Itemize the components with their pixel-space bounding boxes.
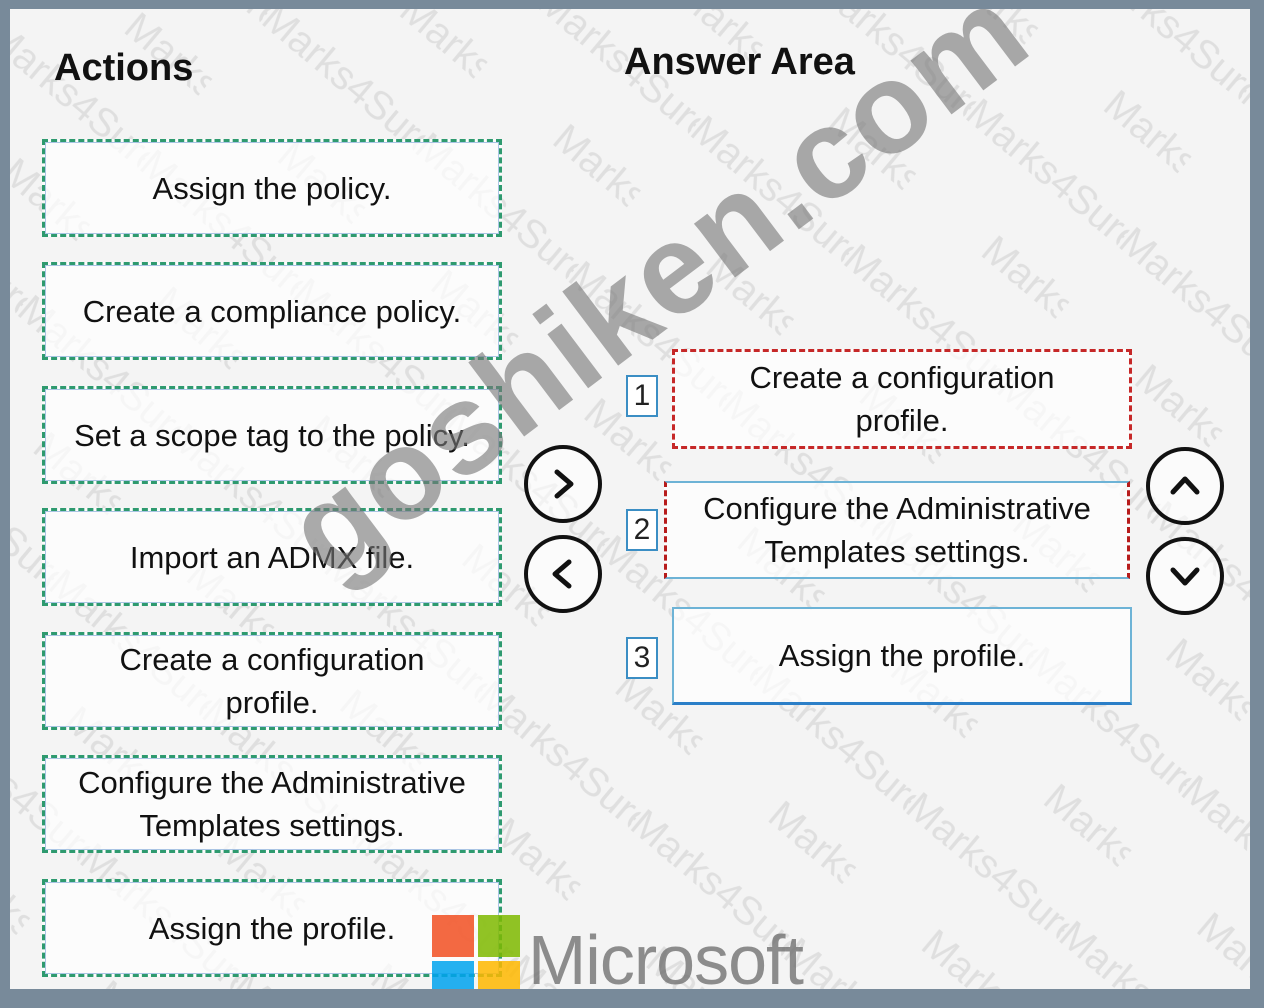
microsoft-wordmark: Microsoft <box>528 921 804 989</box>
drag-drop-panel: Marks4Sure Marks4Sure Actions Answer Are… <box>10 9 1250 989</box>
action-item-label: Import an ADMX file. <box>129 539 415 575</box>
action-item-import-admx[interactable]: Import an ADMX file. <box>42 508 502 606</box>
move-left-button[interactable] <box>524 535 602 613</box>
answer-item-create-configuration-profile[interactable]: Create a configuration profile. <box>672 349 1132 449</box>
action-item-create-configuration-profile[interactable]: Create a configuration profile. <box>42 632 502 730</box>
answer-item-label: Assign the profile. <box>778 638 1026 673</box>
chevron-down-icon <box>1170 567 1200 586</box>
action-item-set-scope-tag[interactable]: Set a scope tag to the policy. <box>42 386 502 484</box>
answer-number-2: 2 <box>626 509 658 551</box>
action-item-label: Create a compliance policy. <box>82 293 462 329</box>
answer-item-assign-profile[interactable]: Assign the profile. <box>672 607 1132 705</box>
answer-number-3: 3 <box>626 637 658 679</box>
microsoft-logo: Microsoft <box>432 915 804 989</box>
microsoft-squares-icon <box>432 915 522 989</box>
action-item-create-compliance-policy[interactable]: Create a compliance policy. <box>42 262 502 360</box>
move-up-button[interactable] <box>1146 447 1224 525</box>
answer-area-heading: Answer Area <box>624 41 855 83</box>
move-down-button[interactable] <box>1146 537 1224 615</box>
move-right-button[interactable] <box>524 445 602 523</box>
action-item-assign-profile[interactable]: Assign the profile. <box>42 879 502 977</box>
action-item-assign-policy[interactable]: Assign the policy. <box>42 139 502 237</box>
answer-number-1: 1 <box>626 375 658 417</box>
action-item-label: Configure the Administrative Templates s… <box>78 765 466 843</box>
action-item-label: Set a scope tag to the policy. <box>74 417 470 453</box>
actions-heading: Actions <box>54 47 194 89</box>
action-item-label: Assign the policy. <box>152 170 392 206</box>
action-item-configure-admin-templates[interactable]: Configure the Administrative Templates s… <box>42 755 502 853</box>
chevron-right-icon <box>554 469 574 499</box>
chevron-up-icon <box>1170 476 1200 495</box>
answer-item-configure-admin-templates[interactable]: Configure the Administrative Templates s… <box>664 481 1130 579</box>
answer-item-label: Create a configuration profile. <box>749 360 1055 438</box>
chevron-left-icon <box>552 559 572 589</box>
action-item-label: Assign the profile. <box>148 910 396 946</box>
action-item-label: Create a configuration profile. <box>119 642 425 720</box>
answer-item-label: Configure the Administrative Templates s… <box>703 491 1091 569</box>
